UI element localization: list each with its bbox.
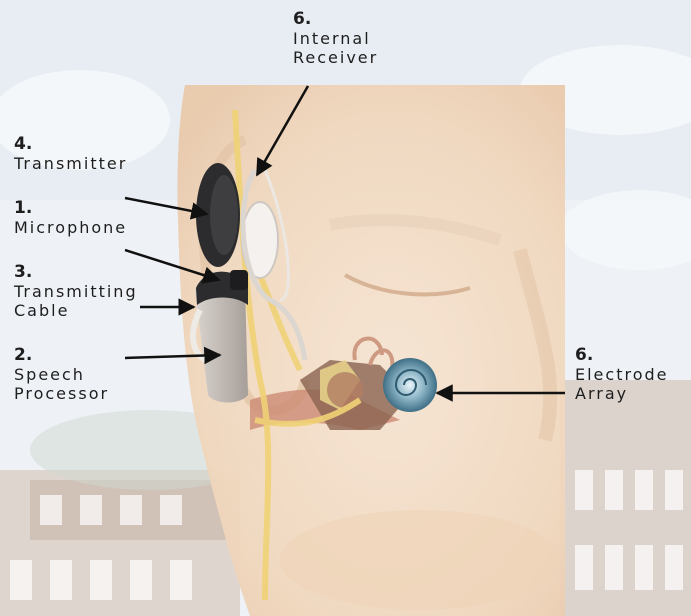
- label-text: Transmitting: [14, 282, 138, 301]
- label-electrode-array: 6. Electrode Array: [575, 346, 668, 403]
- label-number: 6.: [293, 10, 378, 29]
- label-text: Internal: [293, 29, 378, 48]
- label-text: Processor: [14, 384, 109, 403]
- label-text: Transmitter: [14, 154, 127, 173]
- label-transmitter: 4. Transmitter: [14, 135, 127, 173]
- label-text: Microphone: [14, 218, 127, 237]
- label-number: 3.: [14, 263, 138, 282]
- label-transmitting-cable: 3. Transmitting Cable: [14, 263, 138, 320]
- label-number: 4.: [14, 135, 127, 154]
- label-speech-processor: 2. Speech Processor: [14, 346, 109, 403]
- label-number: 1.: [14, 199, 127, 218]
- label-text: Cable: [14, 301, 138, 320]
- label-number: 6.: [575, 346, 668, 365]
- label-number: 2.: [14, 346, 109, 365]
- label-text: Array: [575, 384, 668, 403]
- label-text: Speech: [14, 365, 109, 384]
- label-internal-receiver: 6. Internal Receiver: [293, 10, 378, 67]
- label-text: Receiver: [293, 48, 378, 67]
- label-microphone: 1. Microphone: [14, 199, 127, 237]
- label-text: Electrode: [575, 365, 668, 384]
